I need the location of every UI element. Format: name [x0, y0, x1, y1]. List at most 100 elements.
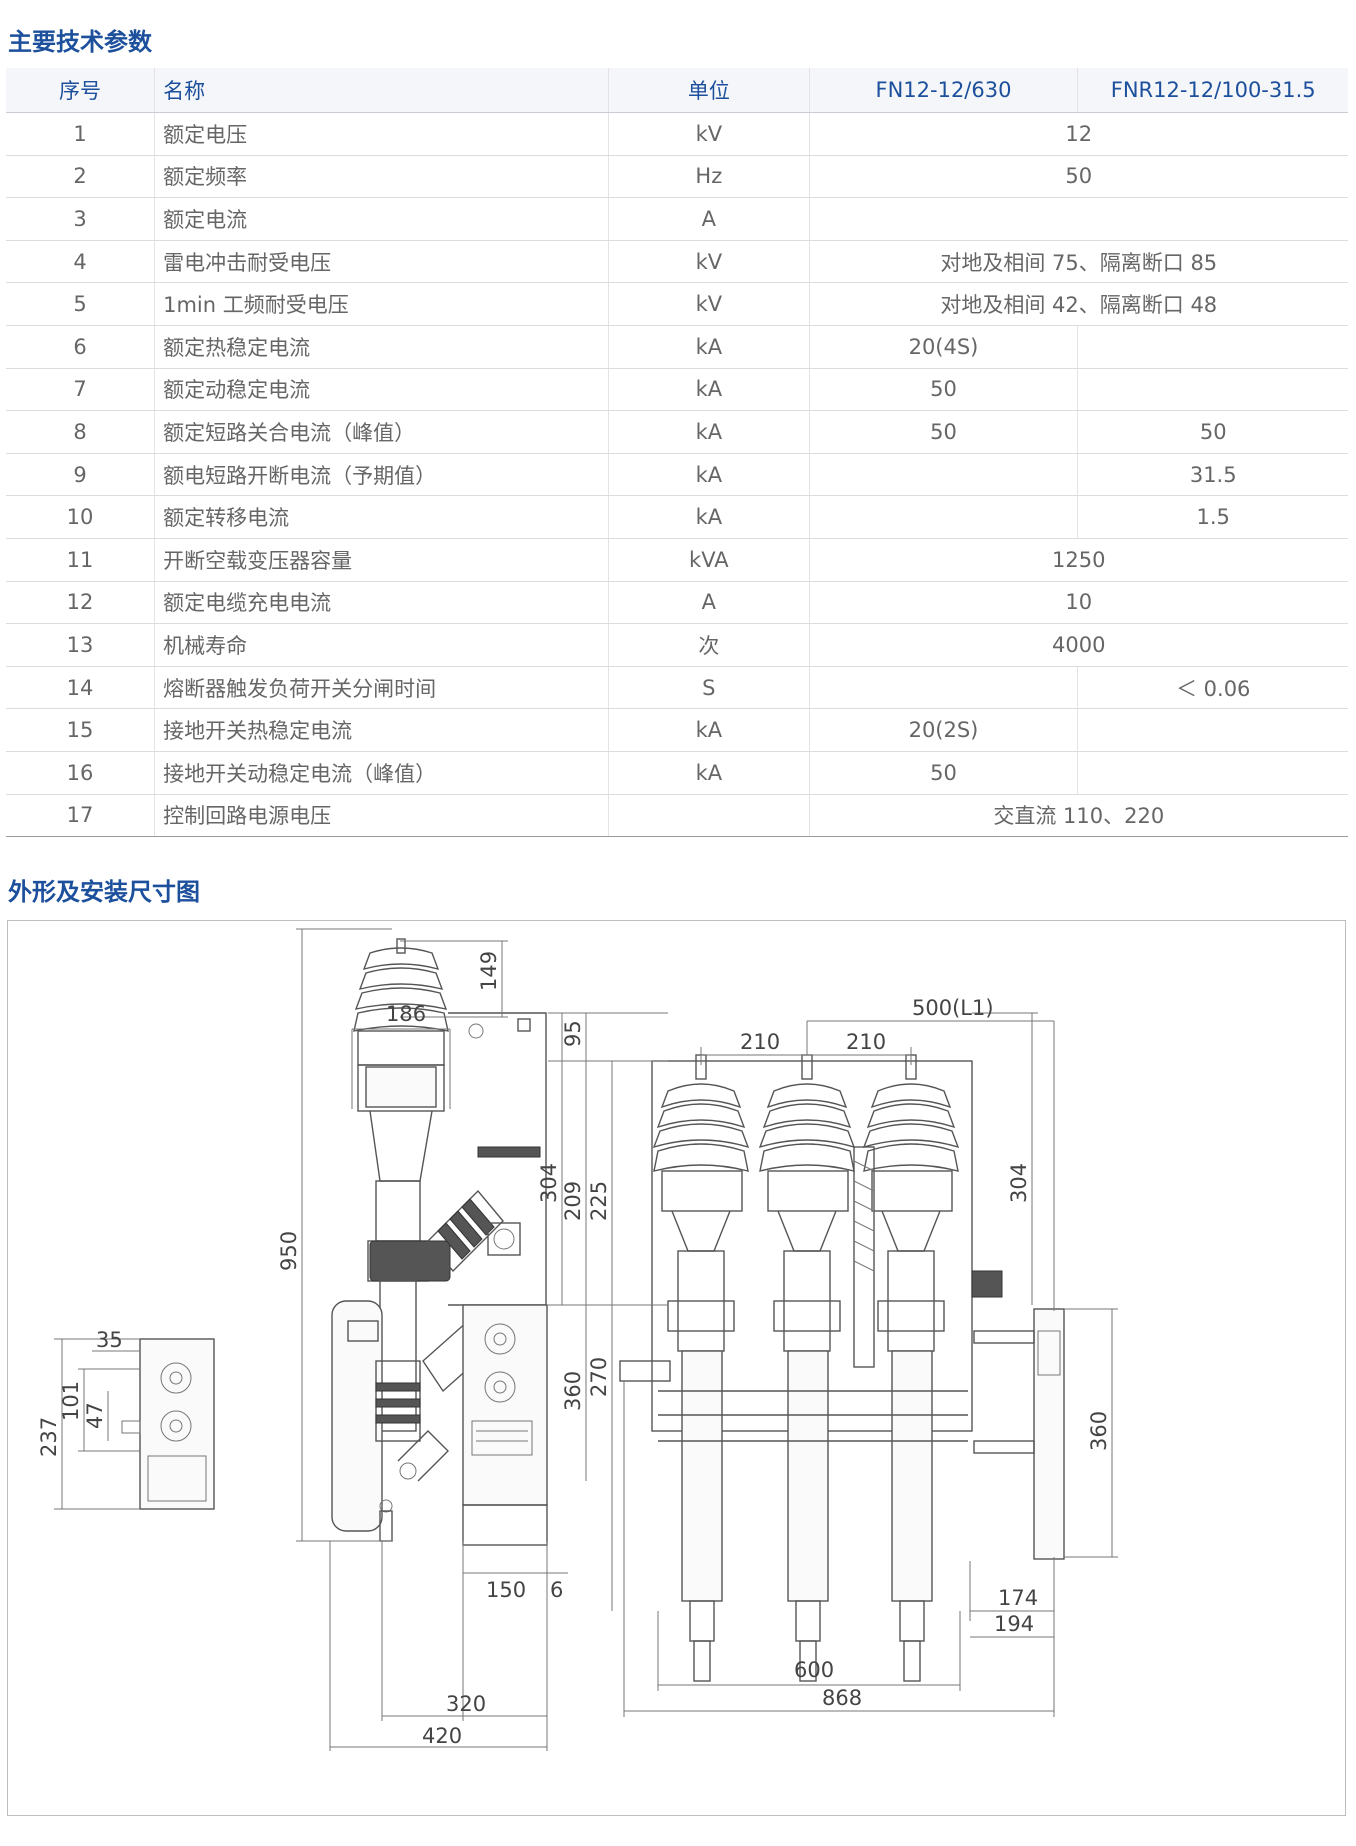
cell-name: 接地开关热稳定电流 [154, 708, 609, 752]
dim-270: 270 [587, 1357, 611, 1397]
cell-name: 开断空载变压器容量 [154, 538, 609, 582]
cell-name: 机械寿命 [154, 623, 609, 667]
cell-name: 额定短路关合电流（峰值） [154, 410, 609, 454]
cell-unit: kA [608, 368, 810, 412]
dim-237: 237 [37, 1417, 61, 1457]
header-name: 名称 [154, 68, 609, 113]
cell-no: 9 [6, 453, 155, 497]
cell-value-fnr12 [1077, 368, 1348, 412]
dim-868: 868 [822, 1686, 862, 1710]
cell-no: 8 [6, 410, 155, 454]
cell-no: 4 [6, 240, 155, 284]
cell-unit: A [608, 197, 810, 241]
cell-unit: 次 [608, 623, 810, 667]
cell-name: 额电短路开断电流（予期值） [154, 453, 609, 497]
cell-value-merged: 交直流 110、220 [808, 794, 1348, 838]
cell-value-merged: 对地及相间 75、隔离断口 85 [808, 240, 1348, 284]
dimension-lines [61, 928, 1118, 1751]
dim-149: 149 [477, 951, 501, 991]
cell-unit: kV [608, 240, 810, 284]
cell-value-fnr12: 31.5 [1077, 453, 1348, 497]
side-view [331, 938, 548, 1546]
dim-101: 101 [59, 1381, 83, 1421]
cell-unit: kA [608, 325, 810, 369]
dimension-drawing: 186 149 950 95 304 209 225 360 270 35 10… [7, 920, 1346, 1816]
dim-210-right: 210 [846, 1030, 886, 1054]
cell-value-fn12 [808, 495, 1078, 539]
drawing-section-title: 外形及安装尺寸图 [8, 878, 200, 906]
cell-name: 接地开关动稳定电流（峰值） [154, 751, 609, 795]
cell-value-merged: 1250 [808, 538, 1348, 582]
cell-unit: Hz [608, 155, 810, 199]
cell-value-fn12: 20(2S) [808, 708, 1078, 752]
cell-value-fnr12 [1077, 325, 1348, 369]
dim-950: 950 [277, 1231, 301, 1271]
table-header-row: 序号 名称 单位 FN12-12/630 FNR12-12/100-31.5 [6, 68, 1348, 113]
dimension-labels: 186 149 950 95 304 209 225 360 270 35 10… [37, 951, 1111, 1748]
dim-209: 209 [561, 1181, 585, 1221]
cell-no: 10 [6, 495, 155, 539]
cell-value-fn12: 50 [808, 368, 1078, 412]
cell-value-fnr12 [1077, 708, 1348, 752]
cell-no: 14 [6, 666, 155, 710]
cell-no: 3 [6, 197, 155, 241]
cell-no: 12 [6, 581, 155, 625]
header-unit: 单位 [608, 68, 810, 113]
cell-name: 控制回路电源电压 [154, 794, 609, 838]
cell-name: 额定转移电流 [154, 495, 609, 539]
cell-value-fn12: 50 [808, 410, 1078, 454]
cell-name: 额定频率 [154, 155, 609, 199]
cell-value-fnr12: 1.5 [1077, 495, 1348, 539]
cell-value-fn12: 20(4S) [808, 325, 1078, 369]
cell-unit: A [608, 581, 810, 625]
cell-no: 15 [6, 708, 155, 752]
cell-no: 5 [6, 282, 155, 326]
dim-304-right: 304 [1007, 1163, 1031, 1203]
cell-name: 额定电流 [154, 197, 609, 241]
front-view [619, 1054, 1065, 1682]
cell-no: 2 [6, 155, 155, 199]
cell-value-merged [808, 197, 1348, 241]
cell-name: 额定电压 [154, 112, 609, 156]
cell-unit: kV [608, 282, 810, 326]
dim-35: 35 [96, 1328, 123, 1352]
cell-value-merged: 10 [808, 581, 1348, 625]
dim-600: 600 [794, 1658, 834, 1682]
cell-value-merged: 对地及相间 42、隔离断口 48 [808, 282, 1348, 326]
dim-500-l1: 500(L1) [912, 996, 994, 1020]
cell-no: 13 [6, 623, 155, 667]
dim-420: 420 [422, 1724, 462, 1748]
dim-150: 150 [486, 1578, 526, 1602]
cell-unit [608, 794, 810, 838]
cell-value-fnr12 [1077, 751, 1348, 795]
dim-174: 174 [998, 1586, 1038, 1610]
cell-unit: kV [608, 112, 810, 156]
header-no: 序号 [6, 68, 155, 113]
drawing-svg: 186 149 950 95 304 209 225 360 270 35 10… [37, 928, 1118, 1751]
dim-360-left: 360 [561, 1371, 585, 1411]
cell-name: 雷电冲击耐受电压 [154, 240, 609, 284]
cell-unit: kVA [608, 538, 810, 582]
dim-186: 186 [386, 1002, 426, 1026]
header-fn12: FN12-12/630 [808, 68, 1078, 113]
cell-value-merged: 12 [808, 112, 1348, 156]
cell-name: 熔断器触发负荷开关分闸时间 [154, 666, 609, 710]
cell-unit: S [608, 666, 810, 710]
dim-95: 95 [561, 1020, 585, 1047]
cell-value-fn12 [808, 666, 1078, 710]
cell-name: 额定热稳定电流 [154, 325, 609, 369]
